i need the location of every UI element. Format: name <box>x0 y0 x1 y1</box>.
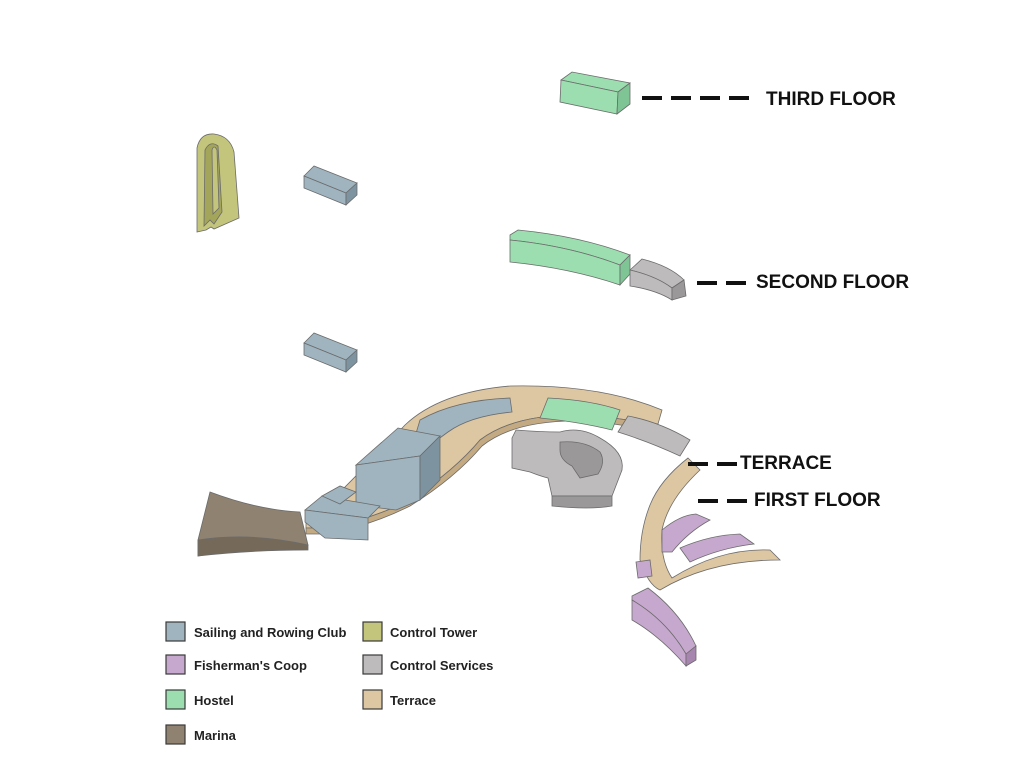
legend: Sailing and Rowing Club Control Tower Fi… <box>165 621 493 745</box>
second-floor-hostel-block <box>509 229 631 287</box>
sailing-block-upper <box>303 165 358 206</box>
legend-label: Sailing and Rowing Club <box>194 625 346 640</box>
first-floor-services-patch <box>617 415 691 457</box>
coop-fin-3 <box>635 559 653 579</box>
second-floor-label: SECOND FLOOR <box>756 272 909 293</box>
control-tower-slot <box>211 146 220 215</box>
legend-item-marina: Marina <box>165 724 237 745</box>
legend-swatch <box>362 654 383 675</box>
sailing-block-lower <box>303 332 358 373</box>
legend-item-hostel: Hostel <box>165 689 234 710</box>
first-floor-hostel-patch <box>539 397 621 431</box>
marina-front <box>197 536 309 557</box>
legend-item-sailing-and-rowing-club: Sailing and Rowing Club <box>165 621 346 642</box>
legend-label: Terrace <box>390 693 436 708</box>
sailing-club-low-front <box>304 509 369 541</box>
legend-swatch <box>165 654 186 675</box>
third-floor-label: THIRD FLOOR <box>766 89 896 110</box>
terrace-ribbon-lower <box>639 457 781 591</box>
control-services-inner <box>559 441 603 479</box>
legend-label: Control Services <box>390 658 493 673</box>
legend-swatch <box>165 724 186 745</box>
sailing-club-step <box>321 485 357 505</box>
legend-label: Fisherman's Coop <box>194 658 307 673</box>
terrace-label: TERRACE <box>740 453 832 474</box>
coop-fin-2 <box>679 533 756 563</box>
fisherman-coop-block <box>631 513 756 668</box>
control-services-front <box>551 495 613 509</box>
legend-swatch <box>165 689 186 710</box>
first-floor-label: FIRST FLOOR <box>754 490 881 511</box>
legend-item-fishermans-coop: Fisherman's Coop <box>165 654 307 675</box>
legend-item-terrace: Terrace <box>362 689 436 710</box>
sailing-club-main-block <box>354 427 441 511</box>
legend-swatch <box>165 621 186 642</box>
legend-item-control-services: Control Services <box>362 654 493 675</box>
legend-label: Marina <box>194 728 237 743</box>
sailing-club-main-side <box>419 435 441 501</box>
sailing-club-low-block <box>304 485 381 541</box>
sailing-club-main-front <box>355 455 421 511</box>
sailing-block-upper-side <box>345 182 358 206</box>
legend-label: Hostel <box>194 693 234 708</box>
coop-curve-side <box>685 645 697 667</box>
marina-block <box>197 491 309 557</box>
second-floor-services-block <box>629 258 687 301</box>
third-floor-hostel-block <box>559 71 631 115</box>
legend-item-control-tower: Control Tower <box>362 621 477 642</box>
control-services-main-block <box>511 429 623 509</box>
second-floor-services-side <box>671 279 687 301</box>
sailing-block-lower-side <box>345 349 358 373</box>
third-floor-hostel-side <box>616 82 631 115</box>
legend-swatch <box>362 689 383 710</box>
control-tower-block <box>196 133 240 233</box>
legend-label: Control Tower <box>390 625 477 640</box>
legend-swatch <box>362 621 383 642</box>
coop-fin-1 <box>661 513 711 553</box>
